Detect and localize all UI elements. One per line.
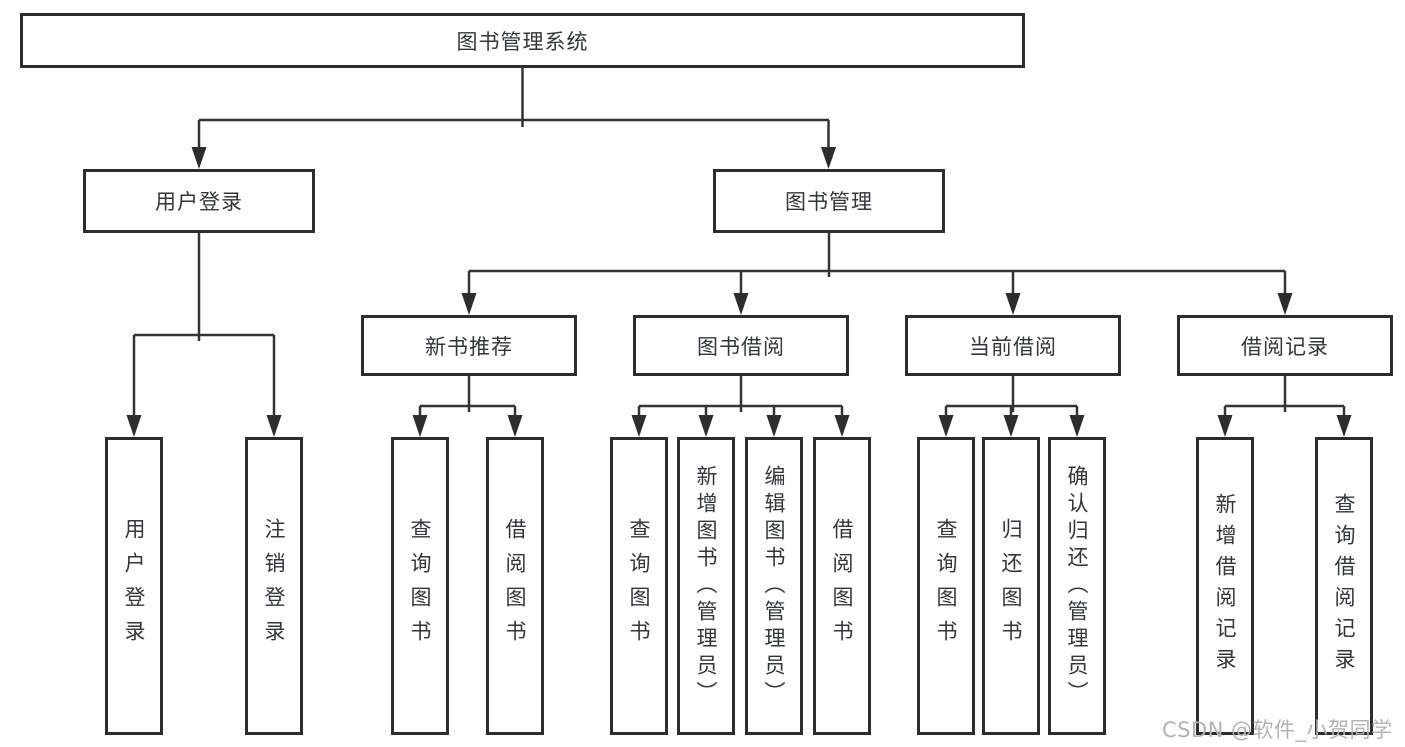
leaf-add-borrow-record: 新增借阅记录 xyxy=(1196,437,1254,735)
leaf-query-books-current-label: 查询图书 xyxy=(934,518,958,654)
leaf-query-books-borrow: 查询图书 xyxy=(610,437,668,735)
leaf-borrow-books-label: 借阅图书 xyxy=(830,518,854,654)
leaf-add-borrow-record-label: 新增借阅记录 xyxy=(1213,493,1237,679)
node-borrowing-records-label: 借阅记录 xyxy=(1241,334,1329,359)
leaf-query-books-borrow-label: 查询图书 xyxy=(627,518,651,654)
node-root-label: 图书管理系统 xyxy=(456,29,589,54)
node-new-book-recommend: 新书推荐 xyxy=(361,315,577,376)
leaf-user-login-label: 用户登录 xyxy=(122,518,146,654)
leaf-query-borrow-record-label: 查询借阅记录 xyxy=(1332,493,1356,679)
node-book-borrowing-label: 图书借阅 xyxy=(697,334,785,359)
connector-records-to-leaves xyxy=(1223,376,1346,418)
leaf-query-books-recommend: 查询图书 xyxy=(391,437,449,735)
connector-borrow-to-leaves xyxy=(637,376,844,418)
leaf-borrow-books-recommend: 借阅图书 xyxy=(486,437,544,735)
connector-current-to-leaves xyxy=(944,376,1079,418)
node-book-management: 图书管理 xyxy=(713,169,945,233)
connector-userlogin-to-leaves xyxy=(132,233,276,418)
leaf-borrow-books: 借阅图书 xyxy=(813,437,871,735)
node-user-login: 用户登录 xyxy=(83,169,315,233)
node-borrowing-records: 借阅记录 xyxy=(1177,315,1393,376)
csdn-watermark: CSDN @软件_小贺同学 xyxy=(1162,718,1393,742)
arrowhead-icon xyxy=(461,293,1293,315)
connector-bookmgmt-to-level3 xyxy=(467,233,1287,296)
arrowhead-icon xyxy=(1217,415,1352,437)
leaf-query-books-current: 查询图书 xyxy=(917,437,975,735)
leaf-add-books-admin-label: 新增图书（管理员） xyxy=(694,464,718,708)
node-root: 图书管理系统 xyxy=(20,13,1025,68)
node-new-book-recommend-label: 新书推荐 xyxy=(425,334,513,359)
node-current-borrowing: 当前借阅 xyxy=(905,315,1121,376)
leaf-return-books-label: 归还图书 xyxy=(999,518,1023,654)
node-book-management-label: 图书管理 xyxy=(785,190,873,214)
connector-root-to-level2 xyxy=(197,68,830,149)
leaf-add-books-admin: 新增图书（管理员） xyxy=(677,437,735,735)
leaf-user-login: 用户登录 xyxy=(105,437,163,735)
leaf-confirm-return-admin: 确认归还（管理员） xyxy=(1048,437,1106,735)
leaf-edit-books-admin: 编辑图书（管理员） xyxy=(745,437,803,735)
arrowhead-icon xyxy=(412,415,523,437)
leaf-logout: 注销登录 xyxy=(245,437,303,735)
arrowhead-icon xyxy=(126,415,282,437)
arrowhead-icon xyxy=(191,147,836,169)
leaf-borrow-books-recommend-label: 借阅图书 xyxy=(503,518,527,654)
leaf-query-borrow-record: 查询借阅记录 xyxy=(1315,437,1373,735)
leaf-return-books: 归还图书 xyxy=(982,437,1040,735)
connector-newbook-to-leaves xyxy=(418,376,517,418)
leaf-confirm-return-admin-label: 确认归还（管理员） xyxy=(1065,464,1089,708)
node-book-borrowing: 图书借阅 xyxy=(633,315,849,376)
arrowhead-icon xyxy=(631,415,850,437)
leaf-edit-books-admin-label: 编辑图书（管理员） xyxy=(762,464,786,708)
leaf-logout-label: 注销登录 xyxy=(262,518,286,654)
node-current-borrowing-label: 当前借阅 xyxy=(969,334,1057,359)
arrowhead-icon xyxy=(938,415,1085,437)
node-user-login-label: 用户登录 xyxy=(155,190,243,214)
leaf-query-books-recommend-label: 查询图书 xyxy=(408,518,432,654)
